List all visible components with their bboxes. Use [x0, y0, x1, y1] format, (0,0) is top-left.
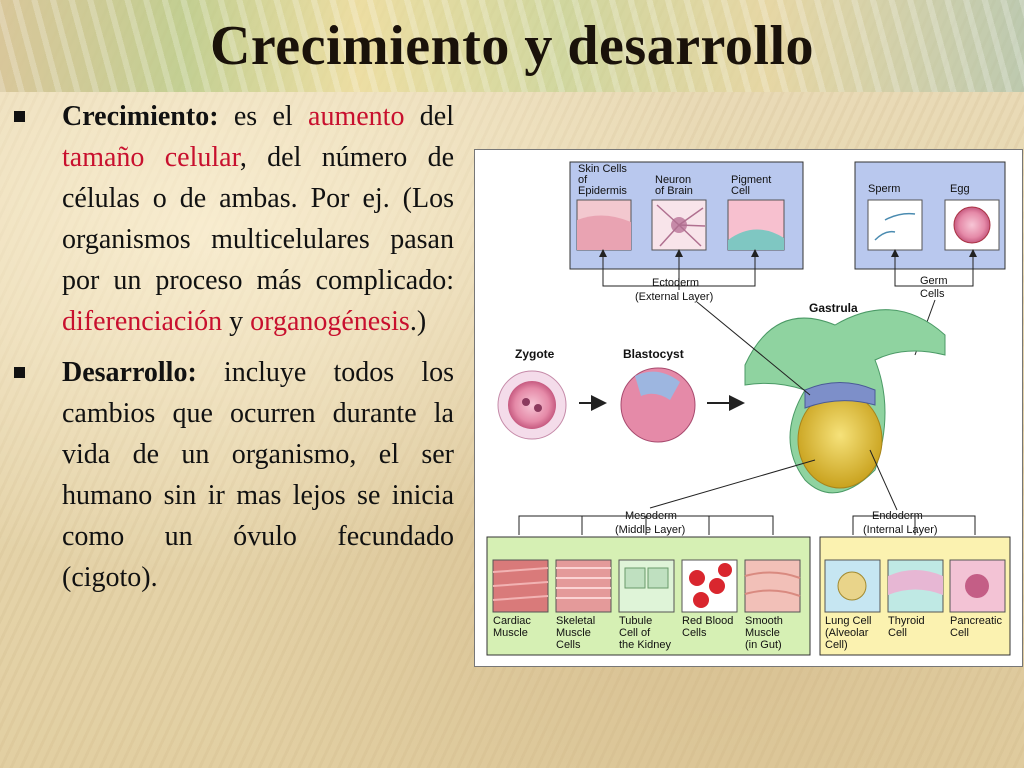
blastocyst-inner-mass: [635, 371, 680, 400]
text-segment: y: [222, 306, 251, 337]
bullet-crecimiento: Crecimiento: es el aumento del tamaño ce…: [12, 96, 454, 342]
label-middle-layer: (Middle Layer): [615, 524, 685, 536]
egg-shape: [953, 206, 991, 244]
svg-text:Endoderm(Internal Layer): Endoderm(Internal Layer): [863, 510, 938, 536]
text-segment: incluye todos los cambios que ocurren du…: [62, 357, 454, 593]
sperm-shapes: [874, 212, 916, 241]
label-in-gut: (in Gut): [745, 639, 782, 651]
bullet-list: Crecimiento: es el aumento del tamaño ce…: [12, 96, 454, 608]
label-smooth: Smooth: [745, 615, 783, 627]
slide-title: Crecimiento y desarrollo: [209, 15, 815, 77]
label-lung-cell-close: Cell): [825, 639, 848, 651]
label-thyroid: Thyroid: [888, 615, 925, 627]
ectoderm-pointer-line: [696, 301, 811, 396]
label-skin-cells: Skin Cells: [578, 163, 627, 175]
label-ectoderm: Ectoderm: [652, 277, 699, 289]
label-zygote: Zygote: [515, 347, 555, 361]
label-cell: Cell: [731, 185, 750, 197]
label-internal-layer: (Internal Layer): [863, 524, 938, 536]
label-skeletal: Skeletal: [556, 615, 595, 627]
label-cardiac: Cardiac: [493, 615, 531, 627]
bullet-desarrollo: Desarrollo: incluye todos los cambios qu…: [12, 352, 454, 598]
gastrula-mesoderm-band: [804, 382, 876, 409]
label-pigment: Pigment: [731, 174, 771, 186]
label-skeletal-cells: Cells: [556, 639, 581, 651]
label-pancreatic-cell: Cell: [950, 627, 969, 639]
label-epidermis: Epidermis: [578, 185, 627, 197]
label-lung-cell: Lung Cell: [825, 615, 871, 627]
label-neuron: Neuron: [655, 174, 691, 186]
highlight-organogenesis: organogénesis: [250, 306, 410, 337]
label-rbc-cells: Cells: [682, 627, 707, 639]
label-external-layer: (External Layer): [635, 291, 713, 303]
text-segment: es el: [218, 101, 309, 132]
highlight-tamano-celular: tamaño celular: [62, 142, 240, 173]
label-cell-of: Cell of: [619, 627, 651, 639]
text-segment: .): [409, 306, 427, 337]
text-segment: , del número de células o de ambas. Por …: [62, 142, 454, 296]
term-desarrollo: Desarrollo:: [62, 357, 197, 388]
label-red-blood: Red Blood: [682, 615, 733, 627]
zygote-inner-shape: [508, 381, 556, 429]
bullet-square-icon: [14, 367, 25, 378]
label-pancreatic: Pancreatic: [950, 615, 1002, 627]
label-alveolar: (Alveolar: [825, 627, 869, 639]
bullet-square-icon: [14, 111, 25, 122]
term-crecimiento: Crecimiento:: [62, 101, 219, 132]
label-of-brain: of Brain: [655, 185, 693, 197]
svg-text:Ectoderm(External Layer): Ectoderm (External Layer): [635, 277, 713, 303]
sperm-thumbnail: [867, 199, 923, 251]
svg-text:Mesoderm(Middle Layer): Mesoderm(Middle Layer): [615, 510, 685, 536]
label-germ-cells: Cells: [920, 288, 945, 300]
label-thyroid-cell: Cell: [888, 627, 907, 639]
neuron-dendrites: [656, 204, 706, 247]
label-egg: Egg: [950, 183, 970, 195]
label-germ: Germ: [920, 275, 948, 287]
label-sperm: Sperm: [868, 183, 900, 195]
label-tubule: Tubule: [619, 615, 652, 627]
label-of: of: [578, 174, 588, 186]
label-muscle: Muscle: [493, 627, 528, 639]
highlight-aumento: aumento: [308, 101, 405, 132]
title-banner: [0, 0, 1024, 92]
highlight-diferenciacion: diferenciación: [62, 306, 223, 337]
text-segment: del: [404, 101, 454, 132]
label-gastrula: Gastrula: [809, 301, 858, 315]
lung-cell-thumbnail: [824, 559, 881, 613]
pigment-layer-shape: [728, 229, 784, 250]
smooth-muscle-thumbnail: [744, 559, 801, 613]
label-the-kidney: the Kidney: [619, 639, 671, 651]
label-smooth-muscle: Muscle: [745, 627, 780, 639]
label-skeletal-muscle: Muscle: [556, 627, 591, 639]
skin-layer-shape: [577, 215, 631, 250]
label-blastocyst: Blastocyst: [623, 347, 684, 361]
